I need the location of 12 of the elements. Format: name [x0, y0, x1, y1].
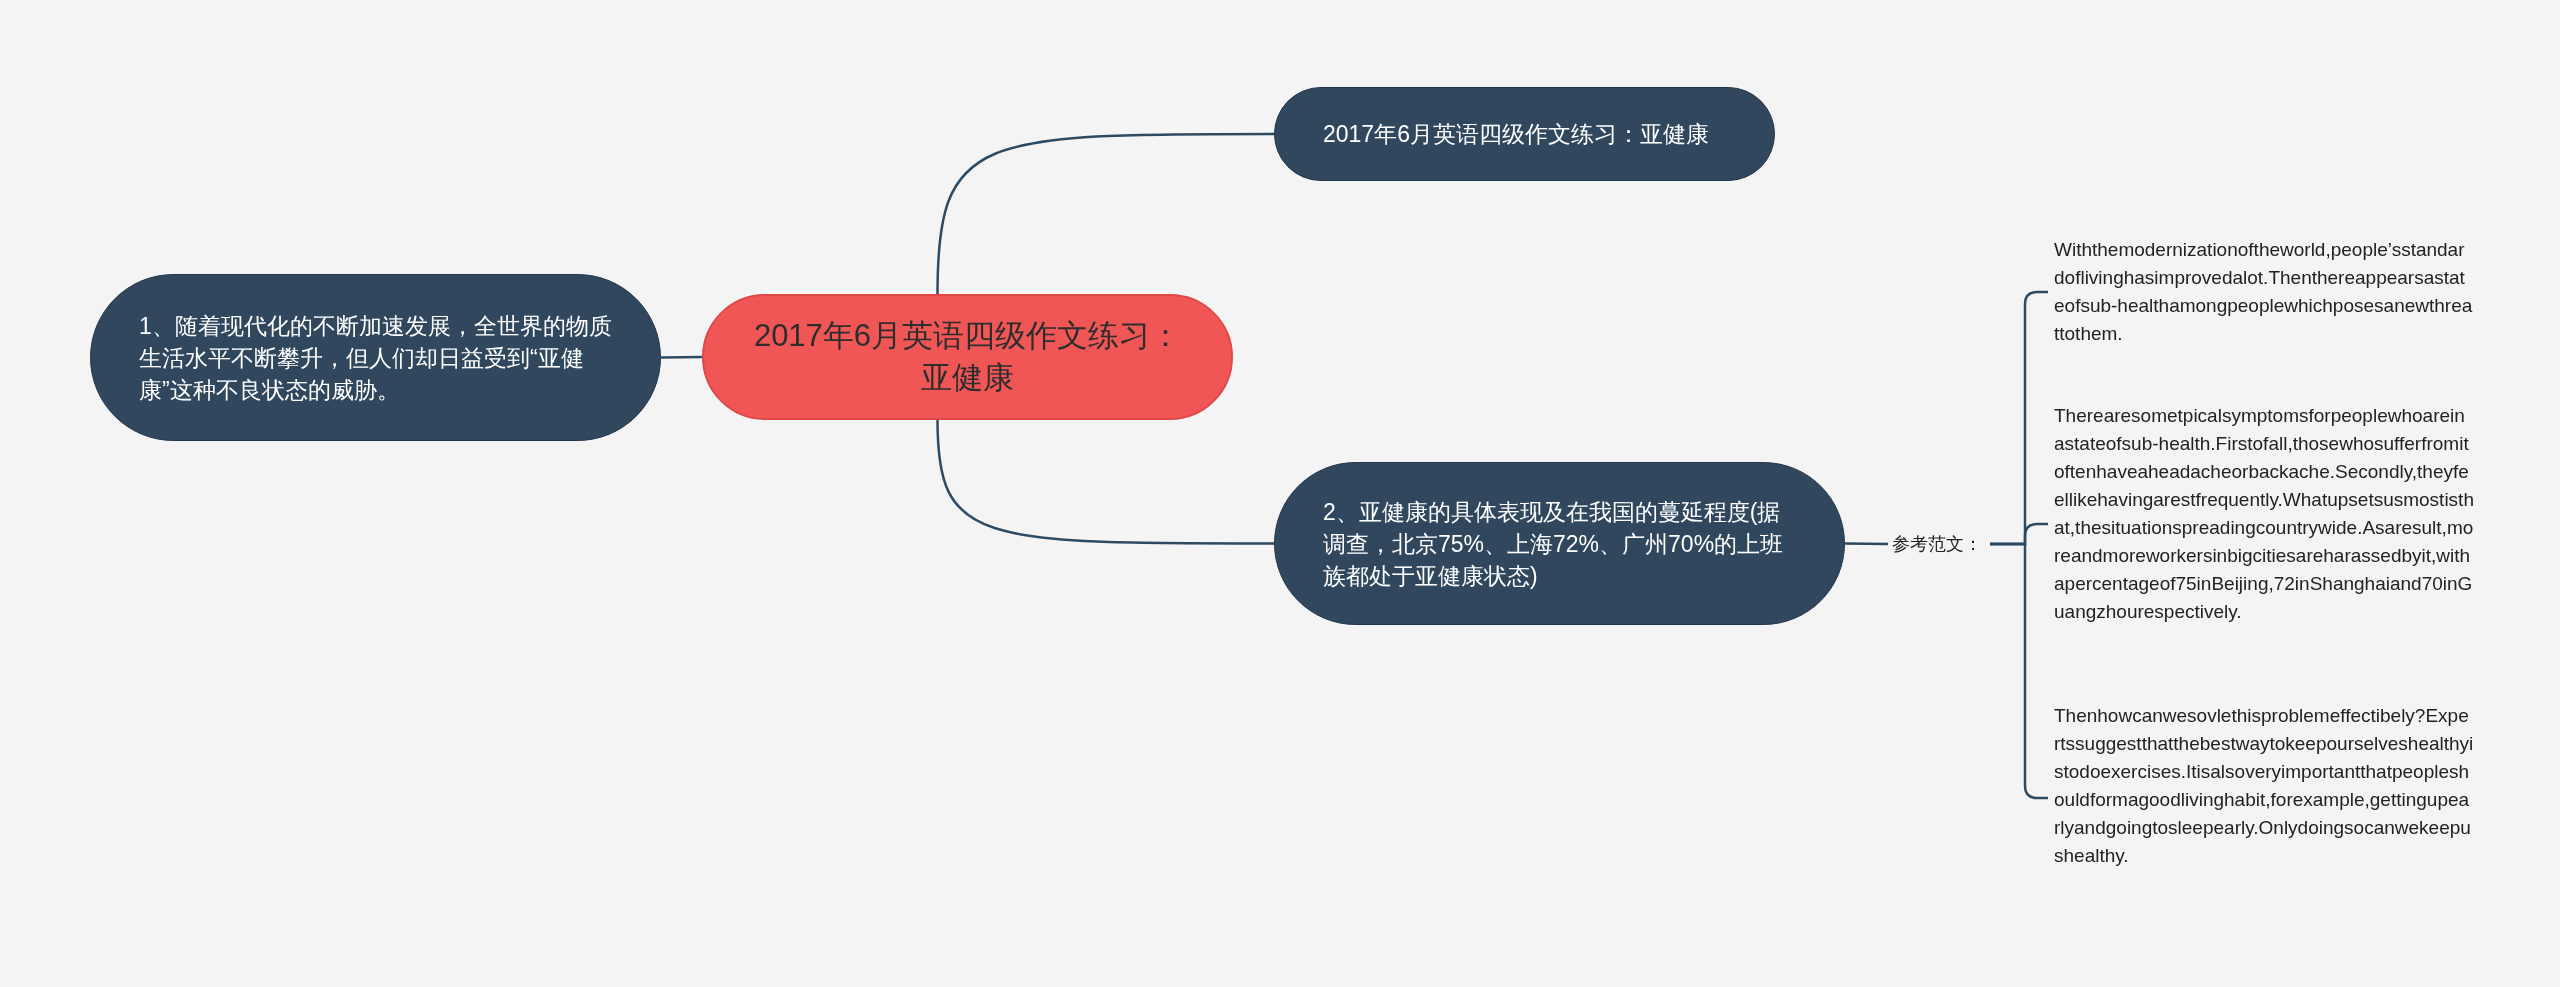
connector-line	[1845, 542, 1888, 546]
paragraph-text: Therearesometpicalsymptomsforpeoplewhoareinastateofsub-health.Firstofall,thosewhosufferfromitoftenhaveaheadacheorbackache.Secondly,theyfeellikehavingarestfrequently.Whatupsetsusmostisthat,thesituationspreadingcountrywide.Asaresult,moreandmoreworkersinbigcitiesareharassedbyit,withapercentageof75inBeijing,72inShanghaiand70inGuangzhourespectively.	[2054, 402, 2474, 646]
topic-node: 1、随着现代化的不断加速发展，全世界的物质生活水平不断攀升，但人们却日益受到“亚健康”这种不良状态的威胁。	[90, 274, 661, 441]
connector-line	[661, 355, 702, 359]
topic-node: 2017年6月英语四级作文练习：亚健康	[1274, 87, 1775, 181]
connector-line	[936, 132, 1274, 295]
paragraph-text: Thenhowcanwesovlethisproblemeffectibely?Expertssuggestthatthebestwaytokeepourselveshealthyistodoexercises.Itisalsoveryimportantthatpeopleshouldformagoodlivinghabit,forexample,gettingupearlyandgoingtosleepearly.Onlydoingsocanwekeepushealthy.	[2054, 702, 2474, 894]
topic-node: 2、亚健康的具体表现及在我国的蔓延程度(据调查，北京75%、上海72%、广州70%的上班族都处于亚健康状态)	[1274, 462, 1845, 625]
node-text: 参考范文：	[1892, 528, 1988, 560]
central-topic: 2017年6月英语四级作文练习：亚健康	[702, 294, 1233, 420]
connector-line	[936, 419, 1274, 545]
paragraph-text: Withthemodernizationoftheworld,people’sstandardoflivinghasimprovedalot.Thenthereappearsastateofsub-healthamongpeoplewhichposesanewthreattothem.	[2054, 236, 2474, 348]
